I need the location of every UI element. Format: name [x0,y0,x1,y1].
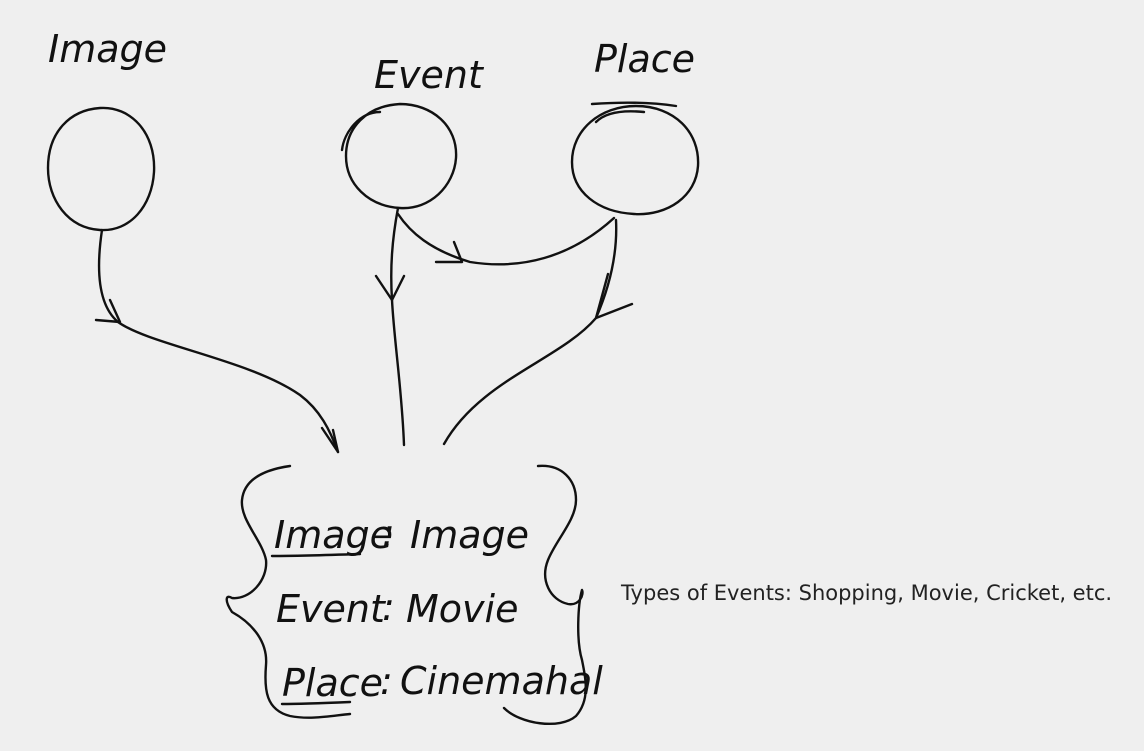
edge-place-to-record [442,218,618,446]
record-sep-place: : [380,659,393,703]
edge-event-to-place [396,212,616,266]
record-key-place: Place [282,661,383,705]
node-circle-image [46,106,156,232]
record-key-event: Event [276,587,387,631]
record-key-underline-place [280,700,352,706]
record-left-brace [225,464,352,719]
record-value-event: Movie [406,587,518,631]
record-key-underline [270,552,362,558]
node-label-place: Place [594,37,695,81]
node-circle-event [340,102,458,210]
edge-event-to-record [390,206,406,447]
record-sep-event: : [382,585,395,629]
event-types-note: Types of Events: Shopping, Movie, Cricke… [621,581,1113,605]
edge-place-arrowhead [594,272,634,320]
record-key-image: Image [274,513,393,557]
record-value-place: Cinemahal [400,659,603,703]
record-sep-image: : [382,511,395,555]
record-line-place: Place : Cinemahal [282,659,603,705]
edge-event-arrowhead [374,274,406,302]
record-value-image: Image [410,513,529,557]
edge-image-to-record [97,228,340,454]
record-right-brace [502,464,587,726]
record-line-event: Event : Movie [276,585,518,631]
node-circle-place [570,101,700,216]
edge-event-place-arrowhead [434,240,464,264]
edge-image-arrowhead [94,298,340,454]
node-label-image: Image [48,27,167,71]
record-line-image: Image : Image [274,511,529,557]
node-label-event: Event [374,53,485,97]
